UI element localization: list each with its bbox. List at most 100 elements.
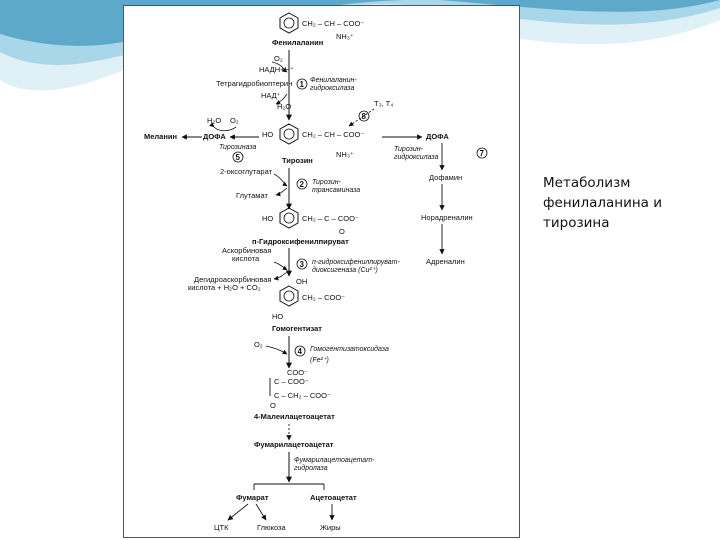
adrenaline-label: Адреналин [426, 257, 465, 266]
step3-enzyme-line1: п-гидроксифенилпируват- [312, 258, 400, 266]
step1-enzyme-line2: гидроксилаза [310, 84, 354, 92]
step5-dopa: ДОФА [203, 132, 226, 141]
tca-label: ЦТК [214, 523, 229, 532]
homogentisate-group: CH₂ – COO⁻ [302, 293, 345, 302]
hppyruvate-ho: HO [262, 214, 273, 223]
homogentisate: OH CH₂ – COO⁻ HO Гомогентизат [272, 277, 345, 333]
step4-number: 4 [298, 347, 303, 356]
phenylalanine-amino: NH₃⁺ [336, 32, 354, 41]
tyrosine-name: Тирозин [282, 156, 313, 165]
slide-caption: Метаболизм фенилаланина и тирозина [543, 173, 713, 233]
metabolic-scheme-panel: CH₂ – CH – COO⁻ NH₃⁺ Фенилаланин O₂ НАДН… [123, 5, 520, 538]
metabolic-scheme: CH₂ – CH – COO⁻ NH₃⁺ Фенилаланин O₂ НАДН… [144, 12, 488, 532]
fats-label: Жиры [320, 523, 341, 532]
hppyruvate-ring-circle [283, 212, 295, 224]
step1-o2: O₂ [274, 54, 283, 63]
step8-number-badge [358, 110, 370, 122]
caption-line-3: тирозина [543, 215, 610, 231]
step1-number: 1 [300, 80, 305, 89]
step4-enzyme-line1: Гомогентизатоксидаза [310, 345, 389, 353]
homogentisate-oh: OH [296, 277, 307, 286]
melanin-label: Меланин [144, 132, 177, 141]
tyrosine-ho: HO [262, 130, 273, 139]
catecholamine-branch: ДОФА Тирозин- гидроксилаза 7 Дофамин Нор… [382, 132, 488, 266]
step-5: H₂O O₂ ДОФА Меланин Тирозиназа 5 [144, 116, 259, 163]
tyrosine-ring-circle [283, 128, 295, 140]
caption-line-2: фенилаланина и [543, 195, 663, 211]
step5-h2o: H₂O [207, 116, 221, 125]
step1-number-badge [296, 78, 308, 90]
step3-number-badge [296, 258, 308, 270]
step4-number-badge [294, 345, 306, 357]
step-2: 2-оксоглутарат Глутамат 2 Тирозин- транс… [220, 167, 360, 210]
fumarate-label: Фумарат [236, 493, 269, 502]
step2-enzyme-line1: Тирозин- [312, 179, 342, 186]
catechol-dopa: ДОФА [426, 132, 449, 141]
homogentisate-ho: HO [272, 312, 283, 321]
thyroid-branch: T₃, T₄ 8 [348, 99, 393, 127]
step2-oxoglutarate: 2-оксоглутарат [220, 167, 273, 176]
step5-number-badge [232, 151, 244, 163]
tyrosine-amino: NH₃⁺ [336, 150, 354, 159]
tyrosine-group: CH₂ – CH – COO⁻ [302, 130, 364, 139]
maleyl-name: 4-Малеилацетоацетат [254, 412, 335, 421]
caption-line-1: Метаболизм [543, 175, 631, 191]
step-6: Фумарилацетоацетат- гидролаза [253, 452, 375, 490]
maleyl-low-group: C – CH₂ – COO⁻ [274, 391, 331, 400]
tyrosine-ring [279, 123, 299, 145]
hydroxyphenylpyruvate: HO CH₂ – C – COO⁻ O п-Гидроксифенилпирув… [252, 207, 359, 246]
step5-number: 5 [236, 153, 241, 162]
catechol-enzyme-line1: Тирозин- [394, 146, 424, 153]
step3-ascorbate-line1: Аскорбиновая [222, 246, 271, 255]
step1-nad: НАД⁺ [261, 91, 281, 100]
acetoacetate-label: Ацетоацетат [310, 493, 357, 502]
step1-nadh: НАДН+Н⁺ [259, 65, 294, 74]
hppyruvate-name: п-Гидроксифенилпируват [252, 237, 349, 246]
homogentisate-ring [279, 285, 299, 307]
fumarylacetoacetate-name: Фумарилацетоацетат [254, 440, 334, 449]
phenylalanine: CH₂ – CH – COO⁻ NH₃⁺ Фенилаланин [272, 12, 364, 47]
maleyl-coo: COO⁻ [287, 368, 308, 377]
step5-enzyme: Тирозиназа [219, 144, 257, 151]
hppyruvate-oxo: O [339, 227, 345, 236]
step1-h2o: H₂O [277, 102, 291, 111]
phenylalanine-name: Фенилаланин [272, 38, 323, 47]
homogentisate-ring-circle [283, 290, 295, 302]
maleyl-oxo: O [270, 401, 276, 410]
step3-ascorbate-line2: кислота [232, 254, 260, 263]
step3-number: 3 [300, 260, 305, 269]
step6-enzyme-line1: Фумарилацетоацетат- [294, 457, 375, 464]
dopamine-label: Дофамин [429, 173, 462, 182]
step3-enzyme-line2: диоксигеназа (Cu²⁺) [312, 266, 378, 274]
step1-thbp: Тетрагидробиоптерин [216, 79, 292, 88]
hppyruvate-group: CH₂ – C – COO⁻ [302, 214, 359, 223]
step2-glutamate: Глутамат [236, 191, 268, 200]
step4-enzyme-line2: (Fe²⁺) [310, 357, 329, 364]
tyrosine: HO CH₂ – CH – COO⁻ NH₃⁺ Тирозин [262, 123, 364, 165]
phenylalanine-ring-circle [283, 17, 295, 29]
step1-enzyme-line1: Фенилаланин- [310, 77, 357, 84]
step7-number-badge [476, 147, 488, 159]
noradrenaline-label: Норадреналин [421, 213, 473, 222]
step-4: O₂ 4 Гомогентизатоксидаза (Fe²⁺) [254, 336, 389, 369]
catechol-enzyme-line2: гидроксилаза [394, 153, 438, 161]
step2-enzyme-line2: трансаминаза [312, 187, 360, 194]
step6-enzyme-line2: гидролаза [294, 464, 328, 472]
glucose-label: Глюкоза [257, 523, 287, 532]
phenylalanine-ring [279, 12, 299, 34]
maleyl-top-group: C – COO⁻ [274, 377, 309, 386]
step-1: O₂ НАДН+Н⁺ Тетрагидробиоптерин НАД⁺ H₂O … [216, 50, 357, 121]
maleylacetoacetate: COO⁻ C – COO⁻ C – CH₂ – COO⁻ O 4-Малеила… [254, 368, 335, 421]
step2-number: 2 [300, 180, 305, 189]
step4-o2: O₂ [254, 340, 263, 349]
step3-dehydro-line1: Дегидроаскорбиновая [194, 275, 271, 284]
step2-number-badge [296, 178, 308, 190]
hppyruvate-ring [279, 207, 299, 229]
end-products: Фумарат Ацетоацетат ЦТК Глюкоза Жиры [214, 493, 357, 532]
phenylalanine-group: CH₂ – CH – COO⁻ [302, 19, 364, 28]
step5-o2: O₂ [230, 116, 239, 125]
step8-number: 8 [362, 112, 367, 121]
thyroid-label: T₃, T₄ [374, 99, 393, 108]
step3-dehydro-line2: кислота + H₂O + CO₂ [188, 283, 261, 292]
step-3: Аскорбиновая кислота Дегидроаскорбиновая… [188, 246, 400, 292]
